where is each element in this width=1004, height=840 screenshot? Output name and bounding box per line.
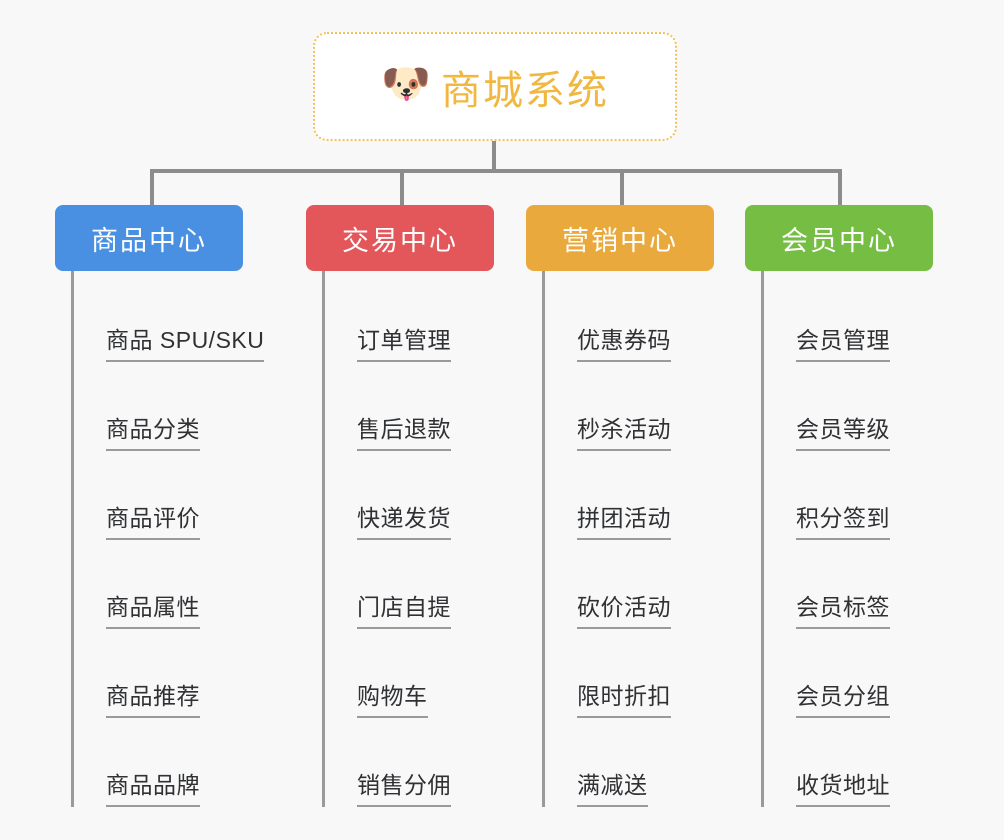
- leaf-item[interactable]: 快递发货: [325, 451, 494, 540]
- leaf-item-label: 积分签到: [796, 505, 890, 540]
- leaf-item[interactable]: 商品评价: [74, 451, 243, 540]
- leaf-item[interactable]: 秒杀活动: [545, 362, 714, 451]
- leaf-item-label: 会员等级: [796, 416, 890, 451]
- branch-items-4: 会员管理会员等级积分签到会员标签会员分组收货地址: [761, 271, 933, 807]
- leaf-item-label: 限时折扣: [577, 683, 671, 718]
- branch-items-2: 订单管理售后退款快递发货门店自提购物车销售分佣: [322, 271, 494, 807]
- leaf-item[interactable]: 商品属性: [74, 540, 243, 629]
- leaf-item[interactable]: 商品分类: [74, 362, 243, 451]
- branch-items-3: 优惠券码秒杀活动拼团活动砍价活动限时折扣满减送: [542, 271, 714, 807]
- leaf-item-label: 商品推荐: [106, 683, 200, 718]
- branch-column-4: 会员中心会员管理会员等级积分签到会员标签会员分组收货地址: [745, 205, 933, 807]
- connector-drop-3: [620, 169, 624, 205]
- branch-header-2[interactable]: 交易中心: [306, 205, 494, 271]
- branch-header-label: 商品中心: [91, 225, 207, 256]
- leaf-item-label: 销售分佣: [357, 772, 451, 807]
- leaf-item-label: 会员管理: [796, 327, 890, 362]
- leaf-item-label: 购物车: [357, 683, 428, 718]
- leaf-item[interactable]: 砍价活动: [545, 540, 714, 629]
- leaf-item[interactable]: 满减送: [545, 718, 714, 807]
- leaf-item[interactable]: 销售分佣: [325, 718, 494, 807]
- leaf-item[interactable]: 订单管理: [325, 273, 494, 362]
- leaf-item-label: 订单管理: [357, 327, 451, 362]
- leaf-item-label: 快递发货: [357, 505, 451, 540]
- leaf-item-label: 满减送: [577, 772, 648, 807]
- leaf-item-label: 秒杀活动: [577, 416, 671, 451]
- branch-items-1: 商品 SPU/SKU 商品分类商品评价商品属性商品推荐商品品牌: [71, 271, 265, 807]
- root-title: 商城系统: [441, 68, 609, 113]
- leaf-item[interactable]: 会员管理: [764, 273, 933, 362]
- leaf-item-label: 商品 SPU/SKU: [106, 327, 265, 362]
- connector-drop-1: [150, 169, 154, 205]
- leaf-item-label: 砍价活动: [577, 594, 671, 629]
- leaf-item[interactable]: 购物车: [325, 629, 494, 718]
- leaf-item[interactable]: 收货地址: [764, 718, 933, 807]
- leaf-item[interactable]: 门店自提: [325, 540, 494, 629]
- leaf-item-label: 优惠券码: [577, 327, 671, 362]
- leaf-item[interactable]: 限时折扣: [545, 629, 714, 718]
- branch-column-1: 商品中心商品 SPU/SKU 商品分类商品评价商品属性商品推荐商品品牌: [55, 205, 265, 807]
- leaf-item-label: 商品属性: [106, 594, 200, 629]
- branch-header-label: 交易中心: [342, 225, 458, 256]
- leaf-item[interactable]: 会员标签: [764, 540, 933, 629]
- leaf-item-label: 拼团活动: [577, 505, 671, 540]
- connector-root-stem: [492, 141, 496, 171]
- leaf-item-label: 商品评价: [106, 505, 200, 540]
- leaf-item[interactable]: 商品推荐: [74, 629, 243, 718]
- branch-header-label: 营销中心: [562, 225, 678, 256]
- leaf-item-label: 门店自提: [357, 594, 451, 629]
- leaf-item[interactable]: 商品品牌: [74, 718, 243, 807]
- leaf-item-label: 商品品牌: [106, 772, 200, 807]
- leaf-item[interactable]: 会员等级: [764, 362, 933, 451]
- connector-drop-4: [838, 169, 842, 205]
- leaf-item[interactable]: 积分签到: [764, 451, 933, 540]
- leaf-item[interactable]: 商品 SPU/SKU: [74, 273, 265, 362]
- branch-header-3[interactable]: 营销中心: [526, 205, 714, 271]
- connector-horizontal-bus: [150, 169, 840, 173]
- leaf-item[interactable]: 售后退款: [325, 362, 494, 451]
- dog-face-icon: 🐶: [381, 61, 431, 106]
- root-node-content: 🐶 商城系统: [381, 58, 609, 116]
- leaf-item[interactable]: 会员分组: [764, 629, 933, 718]
- leaf-item-label: 商品分类: [106, 416, 200, 451]
- branch-header-label: 会员中心: [781, 225, 897, 256]
- branch-column-3: 营销中心优惠券码秒杀活动拼团活动砍价活动限时折扣满减送: [526, 205, 714, 807]
- leaf-item[interactable]: 优惠券码: [545, 273, 714, 362]
- leaf-item-label: 会员标签: [796, 594, 890, 629]
- branch-header-1[interactable]: 商品中心: [55, 205, 243, 271]
- branch-header-4[interactable]: 会员中心: [745, 205, 933, 271]
- branch-column-2: 交易中心订单管理售后退款快递发货门店自提购物车销售分佣: [306, 205, 494, 807]
- connector-drop-2: [400, 169, 404, 205]
- leaf-item-label: 会员分组: [796, 683, 890, 718]
- leaf-item-label: 售后退款: [357, 416, 451, 451]
- leaf-item[interactable]: 拼团活动: [545, 451, 714, 540]
- leaf-item-label: 收货地址: [796, 772, 890, 807]
- root-node[interactable]: 🐶 商城系统: [313, 32, 677, 141]
